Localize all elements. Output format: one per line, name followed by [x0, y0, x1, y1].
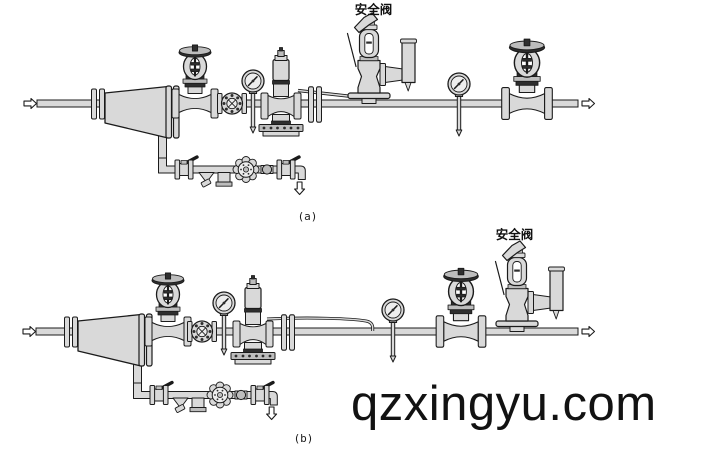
- bypass-drip-pocket: [189, 397, 207, 413]
- pressure-reducing-valve: [258, 46, 304, 137]
- outlet-flow-arrow-icon: [581, 325, 596, 338]
- watermark-text: qzxingyu.com: [351, 377, 657, 431]
- steam-trap: [206, 381, 234, 409]
- shutoff-globe-valve: [170, 43, 220, 120]
- bypass-drain-arrow-icon: [266, 406, 278, 421]
- impulse-sensing-line: [297, 88, 353, 99]
- panel-caption-a: (a): [298, 210, 318, 223]
- safety-valve-label-a: 安全阀: [355, 2, 393, 17]
- shutoff-globe-valve: [143, 271, 193, 348]
- strainer-vessel: [104, 85, 180, 139]
- sight-glass: [186, 320, 218, 343]
- bypass-outlet-elbow: [293, 165, 306, 180]
- outlet-globe-valve: [500, 37, 554, 121]
- outlet-flow-arrow-icon: [581, 97, 596, 110]
- panel-b: 安全阀 (b): [22, 227, 596, 445]
- bypass-drip-pocket: [215, 172, 233, 187]
- pipe-union: [260, 164, 274, 175]
- inlet-flow-arrow-icon: [22, 325, 37, 338]
- bypass-line-a: [158, 129, 306, 196]
- safety-valve-label-b: 安全阀: [496, 227, 534, 242]
- steam-trap: [232, 156, 260, 183]
- inlet-flow-arrow-icon: [23, 97, 38, 110]
- strainer-vessel: [77, 313, 153, 367]
- bypass-wye-strainer: [198, 172, 215, 188]
- panel-a: 安全阀 (a): [23, 2, 596, 223]
- safety-relief-valve: [346, 12, 418, 105]
- safety-relief-valve: [494, 240, 566, 333]
- bypass-drain-arrow-icon: [294, 181, 306, 196]
- bypass-line-b: [133, 357, 278, 421]
- sight-glass: [216, 92, 248, 115]
- impulse-sensing-line: [266, 316, 375, 331]
- panel-caption-b: (b): [294, 432, 314, 445]
- pipe-union: [234, 389, 248, 401]
- bypass-wye-strainer: [172, 397, 189, 414]
- outlet-globe-valve: [434, 267, 488, 349]
